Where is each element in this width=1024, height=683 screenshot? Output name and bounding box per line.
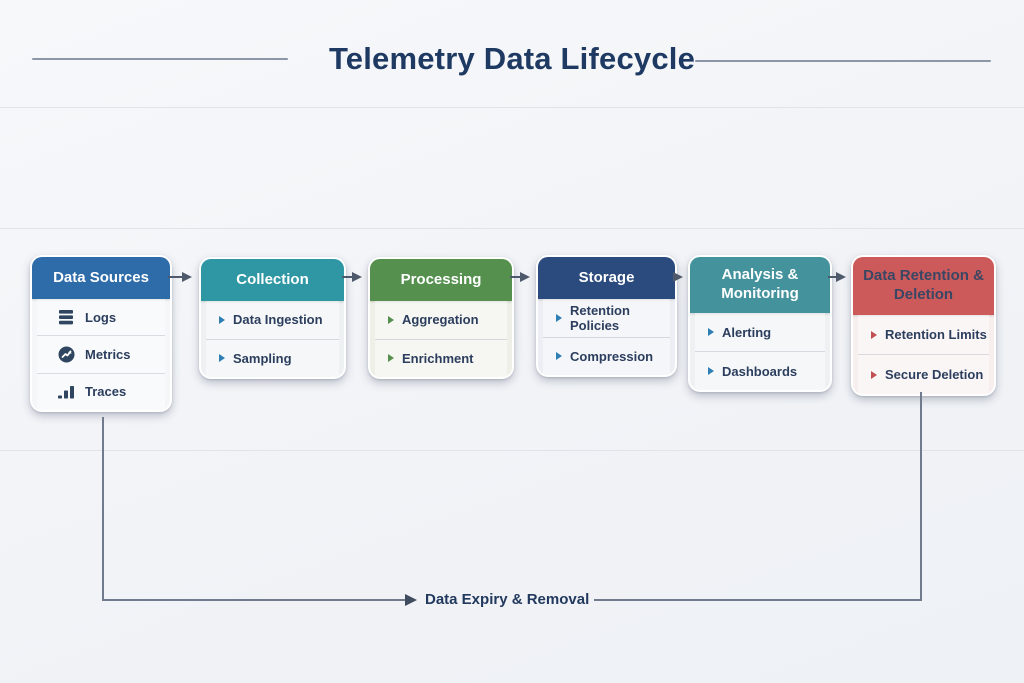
stage-item-label: Dashboards	[722, 363, 798, 379]
bullet-triangle-icon	[708, 367, 714, 375]
title-rule-right	[695, 60, 991, 62]
stage-body: Retention Limits Secure Deletion	[853, 315, 994, 394]
flow-arrow-icon	[673, 272, 683, 282]
stage-item: Metrics	[37, 336, 165, 374]
stage-item-label: Secure Deletion	[885, 367, 984, 382]
bullet-triangle-icon	[871, 330, 877, 339]
stage-item-label: Compression	[570, 348, 654, 364]
stage-item-label: Traces	[85, 384, 127, 400]
title-rule-left	[32, 58, 288, 60]
stage-item: Data Ingestion	[206, 301, 339, 340]
bullet-triangle-icon	[219, 315, 225, 324]
stage-header: Collection	[201, 259, 344, 301]
stage-header: Storage	[538, 257, 675, 299]
bullet-triangle-icon	[871, 370, 877, 379]
loop-line-right	[920, 392, 922, 600]
stage-header: Data Retention & Deletion	[853, 257, 994, 315]
stage-body: Retention Policies Compression	[538, 299, 675, 375]
stage-item: Alerting	[695, 313, 825, 352]
stage-item: Aggregation	[375, 301, 507, 340]
stage-item-label: Data Ingestion	[233, 312, 323, 328]
stage-header: Data Sources	[32, 257, 170, 299]
stage-card-analysis-monitoring: Analysis & Monitoring Alerting Dashboard…	[688, 255, 832, 392]
bullet-triangle-icon	[556, 352, 562, 361]
stage-body: Data Ingestion Sampling	[201, 301, 344, 377]
stage-header: Analysis & Monitoring	[690, 257, 830, 313]
stage-body: Aggregation Enrichment	[370, 301, 512, 377]
stage-item: Compression	[543, 337, 670, 375]
stage-item: Traces	[37, 373, 165, 410]
stage-body: Alerting Dashboards	[690, 313, 830, 390]
section-rule-2	[0, 228, 1024, 229]
section-rule-1	[0, 107, 1024, 108]
stage-item-label: Alerting	[722, 324, 772, 340]
traces-icon	[58, 384, 75, 399]
bullet-triangle-icon	[708, 328, 714, 336]
stage-item: Dashboards	[695, 352, 825, 390]
stage-header: Processing	[370, 259, 512, 301]
bullet-triangle-icon	[388, 315, 394, 324]
loop-arrowhead-icon	[405, 594, 417, 606]
flow-arrow-icon	[828, 272, 846, 282]
stage-item: Retention Policies	[543, 299, 670, 338]
page-title: Telemetry Data Lifecycle	[328, 41, 696, 76]
stage-body: Logs Metrics Traces	[32, 299, 170, 410]
stage-item-label: Aggregation	[402, 312, 479, 328]
stage-card-storage: Storage Retention Policies Compression	[536, 255, 677, 377]
loop-line-bottom-left	[102, 599, 407, 601]
loop-line-bottom-right	[594, 599, 922, 601]
logs-icon	[58, 309, 75, 325]
stage-item-label: Logs	[85, 309, 117, 325]
stage-item-label: Retention Limits	[885, 327, 987, 342]
stage-item: Secure Deletion	[858, 355, 989, 394]
flow-arrow-icon	[168, 272, 192, 282]
stage-item: Sampling	[206, 339, 339, 377]
stage-item-label: Metrics	[85, 346, 131, 362]
bullet-triangle-icon	[219, 354, 225, 363]
stage-item-label: Enrichment	[402, 350, 474, 366]
bullet-triangle-icon	[388, 354, 394, 363]
stage-card-data-retention-deletion: Data Retention & Deletion Retention Limi…	[851, 255, 996, 396]
bullet-triangle-icon	[556, 313, 562, 322]
section-rule-3	[0, 450, 1024, 451]
stage-item-label: Sampling	[233, 350, 292, 366]
stage-card-collection: Collection Data Ingestion Sampling	[199, 257, 346, 379]
loop-line-left	[102, 417, 104, 600]
stage-card-data-sources: Data Sources Logs Metrics	[30, 255, 172, 412]
stage-item-label: Retention Policies	[570, 302, 630, 333]
flow-arrow-icon	[342, 272, 362, 282]
stage-item: Logs	[37, 299, 165, 337]
metrics-icon	[58, 346, 75, 363]
stage-item: Retention Limits	[858, 315, 989, 355]
loop-label: Data Expiry & Removal	[425, 591, 590, 608]
flow-arrow-icon	[510, 272, 530, 282]
stage-card-processing: Processing Aggregation Enrichment	[368, 257, 514, 379]
stage-item: Enrichment	[375, 339, 507, 377]
